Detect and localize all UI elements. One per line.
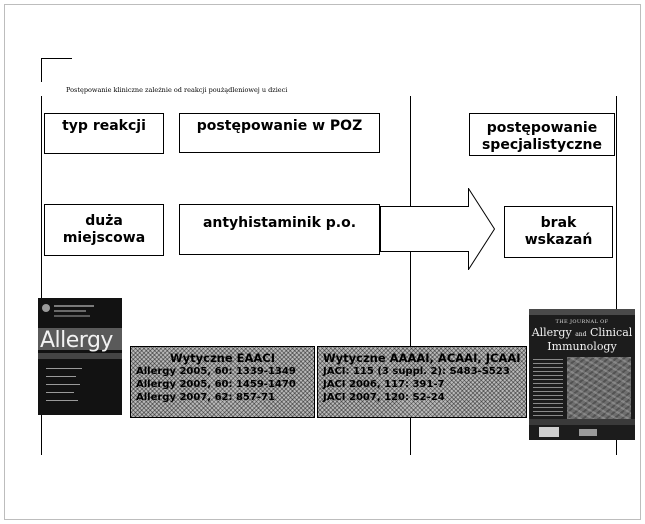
cover-title: Allergy <box>40 328 113 353</box>
guidelines-eaaci-ref: Allergy 2007, 62: 857-71 <box>136 392 275 403</box>
cover-header-line <box>54 315 90 317</box>
cover-title-band <box>38 328 122 350</box>
guidelines-eaaci-ref: Allergy 2005, 60: 1459-1470 <box>136 379 296 390</box>
cover-logo <box>42 304 50 312</box>
column-line-right <box>616 96 617 455</box>
corner-bracket-top <box>41 58 72 59</box>
guidelines-aaaai-title: Wytyczne AAAAI, ACAAI, JCAAI <box>323 351 521 365</box>
slide <box>4 4 641 520</box>
guidelines-aaaai: Wytyczne AAAAI, ACAAI, JCAAI JACI: 115 (… <box>317 346 527 418</box>
cover-journal-allergy: Allergy and Clinical <box>529 326 635 339</box>
header-specialist-line1: postępowanie <box>486 120 598 136</box>
allergy-journal-cover: Allergy <box>38 298 122 415</box>
cover-journal-and: and <box>575 331 587 338</box>
cover-journal-line4: Immunology <box>547 340 617 353</box>
row-reaction-line2: miejscowa <box>62 230 146 246</box>
slide-caption: Postępowanie kliniczne zależnie od reakc… <box>66 86 288 94</box>
guidelines-aaaai-ref: JACI: 115 (3 suppl. 2): S483-S523 <box>323 366 510 377</box>
cover-journal-line1: The Journal of <box>555 319 609 325</box>
guidelines-eaaci-ref: Allergy 2005, 60: 1339-1349 <box>136 366 296 377</box>
row-poz-label: antyhistaminik p.o. <box>202 215 357 231</box>
cover-top-strip <box>529 309 635 315</box>
cover-journal-line3: Clinical <box>590 326 633 339</box>
right-arrow-icon <box>380 188 496 270</box>
cover-text-line <box>46 392 74 393</box>
header-poz-label: postępowanie w POZ <box>196 118 363 134</box>
cover-text-line <box>46 384 80 385</box>
header-reaction-type-label: typ reakcji <box>62 118 146 134</box>
row-specialist-line1: brak <box>540 215 577 231</box>
cover-bottom-band <box>529 419 635 425</box>
guidelines-eaaci: Wytyczne EAACI Allergy 2005, 60: 1339-13… <box>130 346 315 418</box>
header-reaction-type: typ reakcji <box>44 113 164 154</box>
corner-bracket-left <box>41 58 42 82</box>
column-line-middle <box>410 96 411 455</box>
cover-text-line <box>46 368 82 369</box>
cover-text-line <box>46 376 76 377</box>
guidelines-aaaai-ref: JACI 2007, 120: S2-24 <box>323 392 445 403</box>
header-specialist-line2: specjalistyczne <box>481 137 603 153</box>
row-specialist: brak wskazań <box>504 206 613 258</box>
header-poz: postępowanie w POZ <box>179 113 380 153</box>
row-specialist-line2: wskazań <box>524 232 593 248</box>
guidelines-eaaci-title: Wytyczne EAACI <box>169 351 276 365</box>
cover-journal-line2: Allergy <box>531 326 572 339</box>
column-line-left <box>41 96 42 455</box>
cover-text-line <box>46 400 78 401</box>
jaci-journal-cover: The Journal of Allergy and Clinical Immu… <box>529 309 635 440</box>
guidelines-aaaai-ref: JACI 2006, 117: 391-7 <box>323 379 445 390</box>
cover-header-line <box>54 310 86 312</box>
row-reaction: duża miejscowa <box>44 204 164 256</box>
cover-text-column <box>533 359 563 417</box>
cover-publisher-mark <box>579 429 597 436</box>
header-specialist: postępowanie specjalistyczne <box>469 113 615 156</box>
row-poz: antyhistaminik p.o. <box>179 204 380 255</box>
cover-publisher-logo <box>539 427 559 437</box>
row-reaction-line1: duża <box>85 213 123 229</box>
cover-illustration <box>567 357 631 419</box>
cover-header-line <box>54 305 94 307</box>
cover-band <box>38 353 122 359</box>
